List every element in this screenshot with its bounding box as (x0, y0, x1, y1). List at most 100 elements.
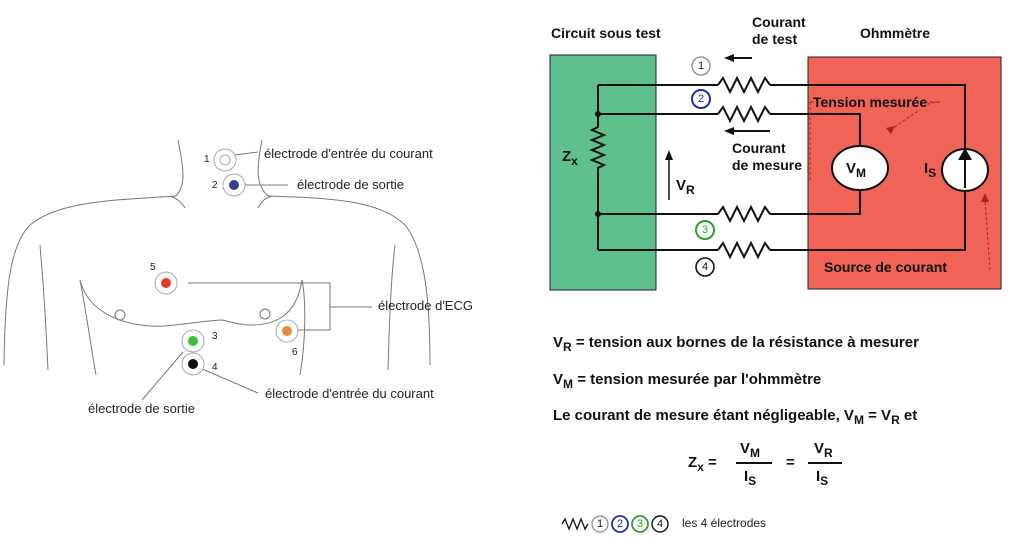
legend-graphic (561, 515, 669, 533)
resistor-1 (717, 75, 771, 95)
collar-left (169, 195, 186, 209)
right-pec-outline (221, 279, 303, 326)
legend-num-2: 2 (616, 518, 624, 530)
equation-negligeable: Le courant de mesure étant négligeable, … (553, 407, 918, 427)
left-nipple (114, 309, 126, 321)
terminal-4 (695, 257, 715, 277)
dashed-tension-head (886, 126, 895, 134)
wire-4-right (770, 190, 966, 251)
terminal-3-label: 3 (701, 224, 709, 236)
label-electrode-1: électrode d'entrée du courant (264, 146, 433, 161)
vr-label: VR (676, 177, 695, 197)
dashed-source (984, 199, 991, 271)
terminal-4-label: 4 (701, 261, 709, 273)
leader-ecg (295, 283, 331, 331)
leader-4 (199, 367, 259, 394)
electrode-5 (154, 271, 178, 295)
arrow-vr-head (665, 150, 673, 160)
courant-mesure-line1: Courant (732, 140, 786, 156)
fraction-den-1: IS (744, 468, 757, 488)
terminal-2-label: 2 (697, 93, 705, 105)
leader-1 (234, 151, 259, 156)
node-top (595, 111, 601, 117)
equation-vr: VR = tension aux bornes de la résistance… (553, 334, 919, 354)
left-pec-outline (79, 279, 223, 327)
zx-wire (589, 114, 607, 214)
legend-circle-1 (591, 515, 609, 533)
neck-outline (175, 139, 184, 197)
terminal-2 (691, 89, 711, 109)
legend-num-1: 1 (596, 518, 604, 530)
legend-text: les 4 électrodes (682, 516, 767, 530)
fraction-bar-2 (808, 462, 842, 464)
terminal-1 (691, 56, 711, 76)
is-label: IS (924, 160, 937, 180)
legend-resistor-icon (561, 517, 589, 531)
legend-circle-3 (631, 515, 649, 533)
label-electrode-4: électrode d'entrée du courant (265, 386, 434, 401)
left-pec-side (79, 279, 97, 376)
right-inner-arm (387, 244, 396, 371)
resistor-3 (717, 204, 771, 224)
source-courant-label: Source de courant (824, 259, 947, 275)
arrow-courant-test-head (724, 54, 734, 62)
legend-circle-4 (651, 515, 669, 533)
legend-circle-2 (611, 515, 629, 533)
left-inner-arm (39, 244, 49, 371)
label-electrode-2: électrode de sortie (297, 177, 404, 192)
torso-diagram (3, 139, 431, 401)
arrow-courant-mesure-head (724, 127, 734, 135)
vm-label: VM (846, 160, 867, 180)
right-shoulder-outline (267, 195, 431, 366)
vm-circle (831, 145, 889, 191)
left-shoulder-outline (3, 195, 177, 366)
label-ecg: électrode d'ECG (378, 298, 473, 313)
terminal-1-label: 1 (697, 60, 705, 72)
electrode-number-2: 2 (212, 180, 218, 191)
label-electrode-3: électrode de sortie (88, 401, 195, 416)
node-bottom (595, 211, 601, 217)
collar-right (257, 195, 273, 209)
wire-1-right (770, 84, 966, 150)
electrode-number-1: 1 (204, 154, 210, 165)
electrode-number-6: 6 (292, 347, 298, 358)
title-circuit-sous-test: Circuit sous test (551, 25, 661, 41)
dashed-source-head (981, 193, 989, 202)
fraction-num-1: VM (740, 440, 761, 460)
is-arrow-head (958, 148, 972, 160)
right-nipple (259, 308, 271, 320)
electrode-number-3: 3 (212, 331, 218, 342)
fraction-num-2: VR (814, 440, 833, 460)
equation-vm: VM = tension mesurée par l'ohmmètre (553, 371, 822, 391)
courant-test-line2: de test (752, 31, 798, 47)
circuit-under-test-box (549, 54, 657, 291)
courant-mesure-line2: de mesure (732, 157, 803, 173)
legend-num-4: 4 (656, 518, 664, 530)
fraction-bar-1 (736, 462, 772, 464)
fraction-den-2: IS (816, 468, 829, 488)
electrode-number-4: 4 (212, 362, 218, 373)
terminal-3 (695, 220, 715, 240)
neck-outline-right (257, 139, 269, 197)
right-pec-side (299, 279, 306, 376)
fraction-zx: Zx = (688, 454, 717, 474)
electrode-3 (181, 329, 205, 353)
tension-mesuree-label: Tension mesurée (813, 94, 928, 110)
courant-test-line1: Courant (752, 14, 806, 30)
wire-3-right (770, 190, 861, 215)
zx-label: Zx (562, 148, 578, 168)
fraction-equals: = (786, 454, 795, 471)
legend-num-3: 3 (636, 518, 644, 530)
electrode-number-5: 5 (150, 262, 156, 273)
leader-3 (141, 351, 184, 401)
resistor-4 (717, 240, 771, 260)
resistor-2 (717, 104, 771, 124)
wire-2-right (770, 113, 861, 147)
electrode-2 (222, 173, 246, 197)
electrode-1 (213, 148, 237, 172)
title-ohmmetre: Ohmmètre (860, 25, 931, 41)
electrode-4 (181, 352, 205, 376)
equation-fraction: Zx = VM IS = VR IS (688, 440, 888, 500)
electrode-6 (275, 319, 299, 343)
